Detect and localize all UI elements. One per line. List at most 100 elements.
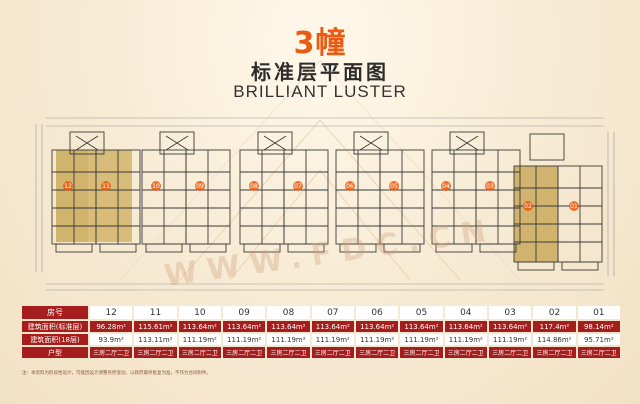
unit-marker-label: 06 bbox=[346, 183, 354, 190]
area-standard-cell: 113.64m² bbox=[488, 321, 532, 332]
interior-wall bbox=[165, 135, 189, 151]
unit-marker-label: 11 bbox=[102, 183, 110, 190]
unit-type-cell: 三房二厅二卫 bbox=[577, 347, 620, 358]
room-number-cell: 10 bbox=[178, 306, 221, 319]
area-standard-cell: 96.28m² bbox=[90, 321, 133, 332]
unit-marker-circle bbox=[195, 181, 205, 191]
area-18-cell: 114.86m² bbox=[533, 334, 576, 345]
interior-wall bbox=[455, 135, 479, 151]
unit-type-label: 户型 bbox=[22, 347, 88, 358]
unit-type-cell: 三房二厅二卫 bbox=[488, 347, 532, 358]
wall-outline bbox=[383, 243, 421, 253]
unit-marker-label: 02 bbox=[524, 203, 532, 210]
room-number-cell: 08 bbox=[267, 306, 310, 319]
area-18-cell: 111.19m² bbox=[400, 334, 443, 345]
unit-type-cell: 三房二厅二卫 bbox=[400, 347, 443, 358]
wall-outline bbox=[243, 243, 281, 253]
area-18-cell: 95.71m² bbox=[577, 334, 620, 345]
unit-marker-circle bbox=[151, 181, 161, 191]
wall-outline bbox=[353, 131, 389, 155]
unit-marker-circle bbox=[523, 201, 533, 211]
wall-outline bbox=[529, 133, 565, 161]
unit-marker-label: 10 bbox=[152, 183, 160, 190]
building-number-title: 3幢 bbox=[293, 26, 347, 61]
unit-marker-circle bbox=[249, 181, 259, 191]
wall-outline bbox=[189, 243, 227, 253]
unit-type-cell: 三房二厅二卫 bbox=[444, 347, 487, 358]
unit-type-cell: 三房二厅二卫 bbox=[267, 347, 310, 358]
unit-marker-label: 04 bbox=[442, 183, 450, 190]
area-18-cell: 111.19m² bbox=[355, 334, 399, 345]
unit-type-cell: 三房二厅二卫 bbox=[134, 347, 177, 358]
wall-outline bbox=[339, 243, 377, 253]
room-number-cell: 09 bbox=[222, 306, 266, 319]
unit-marker-circle bbox=[485, 181, 495, 191]
unit-marker-label: 07 bbox=[294, 183, 302, 190]
wall-outline bbox=[287, 243, 325, 253]
area-standard-cell: 115.61m² bbox=[134, 321, 177, 332]
area-standard-label: 建筑面积(标准层) bbox=[22, 321, 88, 332]
wall-outline bbox=[99, 243, 137, 253]
unit-marker-circle bbox=[293, 181, 303, 191]
area-18-cell: 111.19m² bbox=[444, 334, 487, 345]
unit-markers: 12 11 10 09 08 07 06 05 04 03 02 01 bbox=[63, 181, 579, 211]
interior-wall bbox=[75, 135, 99, 151]
wall-outline bbox=[449, 131, 485, 155]
unit-type-cell: 三房二厅二卫 bbox=[533, 347, 576, 358]
area-18-cell: 111.19m² bbox=[222, 334, 266, 345]
area-standard-cell: 113.64m² bbox=[267, 321, 310, 332]
room-number-cell: 02 bbox=[533, 306, 576, 319]
unit-type-cell: 三房二厅二卫 bbox=[90, 347, 133, 358]
unit-type-cell: 三房二厅二卫 bbox=[222, 347, 266, 358]
wall-outline bbox=[257, 131, 293, 155]
wall-outline bbox=[517, 261, 555, 271]
unit-type-cell: 三房二厅二卫 bbox=[178, 347, 221, 358]
floor-plan-title: 标准层平面图 bbox=[251, 60, 389, 84]
unit-marker-label: 01 bbox=[570, 203, 578, 210]
room-number-label: 房号 bbox=[22, 306, 88, 319]
area-standard-cell: 117.4m² bbox=[533, 321, 576, 332]
unit-marker-circle bbox=[569, 201, 579, 211]
wall-outline bbox=[435, 243, 473, 253]
room-number-cell: 04 bbox=[444, 306, 487, 319]
room-number-cell: 06 bbox=[355, 306, 399, 319]
wall-outline bbox=[561, 261, 599, 271]
area-standard-cell: 113.64m² bbox=[400, 321, 443, 332]
unit-marker-label: 12 bbox=[64, 183, 72, 190]
area-standard-cell: 113.64m² bbox=[355, 321, 399, 332]
area-standard-cell: 98.14m² bbox=[577, 321, 620, 332]
area-18-cell: 111.19m² bbox=[267, 334, 310, 345]
area-18-cell: 113.11m² bbox=[134, 334, 177, 345]
unit-marker-label: 08 bbox=[250, 183, 258, 190]
project-name-en: BRILLIANT LUSTER bbox=[233, 82, 407, 101]
area-standard-cell: 113.64m² bbox=[311, 321, 354, 332]
area-standard-cell: 113.64m² bbox=[222, 321, 266, 332]
area-18-cell: 93.9m² bbox=[90, 334, 133, 345]
area-standard-cell: 113.64m² bbox=[178, 321, 221, 332]
dimension-lines bbox=[35, 117, 615, 291]
wall-outline bbox=[159, 131, 195, 155]
area-18-cell: 111.19m² bbox=[488, 334, 532, 345]
room-number-cell: 07 bbox=[311, 306, 354, 319]
room-number-cell: 12 bbox=[90, 306, 133, 319]
unit-marker-label: 05 bbox=[390, 183, 398, 190]
unit-marker-label: 09 bbox=[196, 183, 204, 190]
unit-marker-circle bbox=[389, 181, 399, 191]
unit-marker-label: 03 bbox=[486, 183, 494, 190]
area-18-cell: 111.19m² bbox=[311, 334, 354, 345]
unit-marker-circle bbox=[101, 181, 111, 191]
interior-wall bbox=[359, 135, 383, 151]
interior-wall bbox=[263, 135, 287, 151]
room-number-cell: 05 bbox=[400, 306, 443, 319]
footnote: 注：本资料为阶段性设计，可能因设计调整有所变动，以政府最终批复为准，不作为合同附… bbox=[22, 371, 211, 376]
area-standard-cell: 113.64m² bbox=[444, 321, 487, 332]
wall-outline bbox=[55, 243, 93, 253]
unit-type-cell: 三房二厅二卫 bbox=[355, 347, 399, 358]
room-number-cell: 03 bbox=[488, 306, 532, 319]
area-18-cell: 111.19m² bbox=[178, 334, 221, 345]
wall-outline bbox=[145, 243, 183, 253]
area-18-label: 建筑面积(18层) bbox=[22, 334, 88, 345]
unit-type-cell: 三房二厅二卫 bbox=[311, 347, 354, 358]
